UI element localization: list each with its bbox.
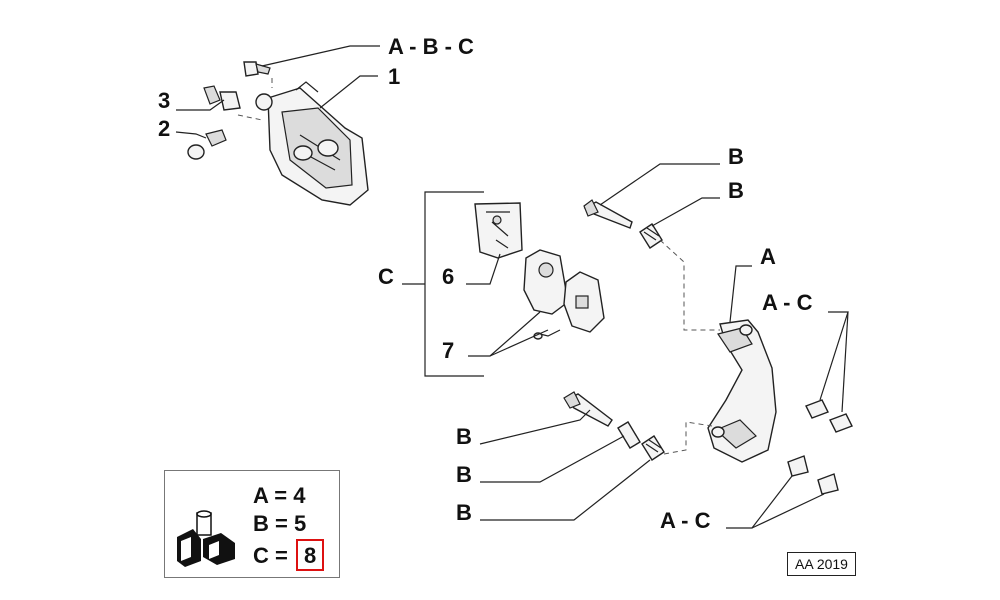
dust-boot-upper [639,223,663,249]
clip-bottom-2 [817,473,839,495]
callout-b-1: B [728,144,744,169]
callout-part-6: 6 [442,264,454,289]
callout-b-3: B [456,424,472,449]
caliper-top-bolt [243,61,271,77]
callout-abc-top: A - B - C [388,34,474,59]
parts-kit-icon [173,509,239,567]
brake-pad-inner [533,271,605,340]
callout-ac-bottom: A - C [660,508,711,533]
caliper-carrier [707,319,777,463]
drawing-code: AA 2019 [787,552,856,576]
hardware-pack-part6 [474,202,523,259]
caliper-body [255,81,369,206]
assembly-lines [237,78,720,455]
sleeve-lower [617,421,641,449]
bleed-screw-part3 [203,85,241,111]
callout-part-1: 1 [388,64,400,89]
callout-a: A [760,244,776,269]
legend-row-b: B = 5 [253,511,307,536]
guide-pin-lower [563,391,613,427]
guide-pin-upper [583,199,633,229]
callout-b-2: B [728,178,744,203]
quantity-legend: A = 4 B = 5 C = 8 [164,470,340,578]
legend-row-c: C = 8 [253,539,325,571]
callout-b-5: B [456,500,472,525]
highlighted-quantity: 8 [296,539,325,571]
bleeder-part2 [187,129,227,160]
callout-part-2: 2 [158,116,170,141]
callout-ac-right: A - C [762,290,813,315]
clip-right-2 [829,413,853,433]
leader-lines [175,45,849,529]
brake-pad-outer [523,249,569,315]
legend-row-a: A = 4 [253,483,306,508]
callout-b-4: B [456,462,472,487]
clip-bottom-1 [787,455,809,477]
callout-part-7: 7 [442,338,454,363]
dust-boot-lower [641,435,665,461]
clip-right-1 [805,399,829,419]
callout-part-3: 3 [158,88,170,113]
callout-c-group: C [378,264,394,289]
